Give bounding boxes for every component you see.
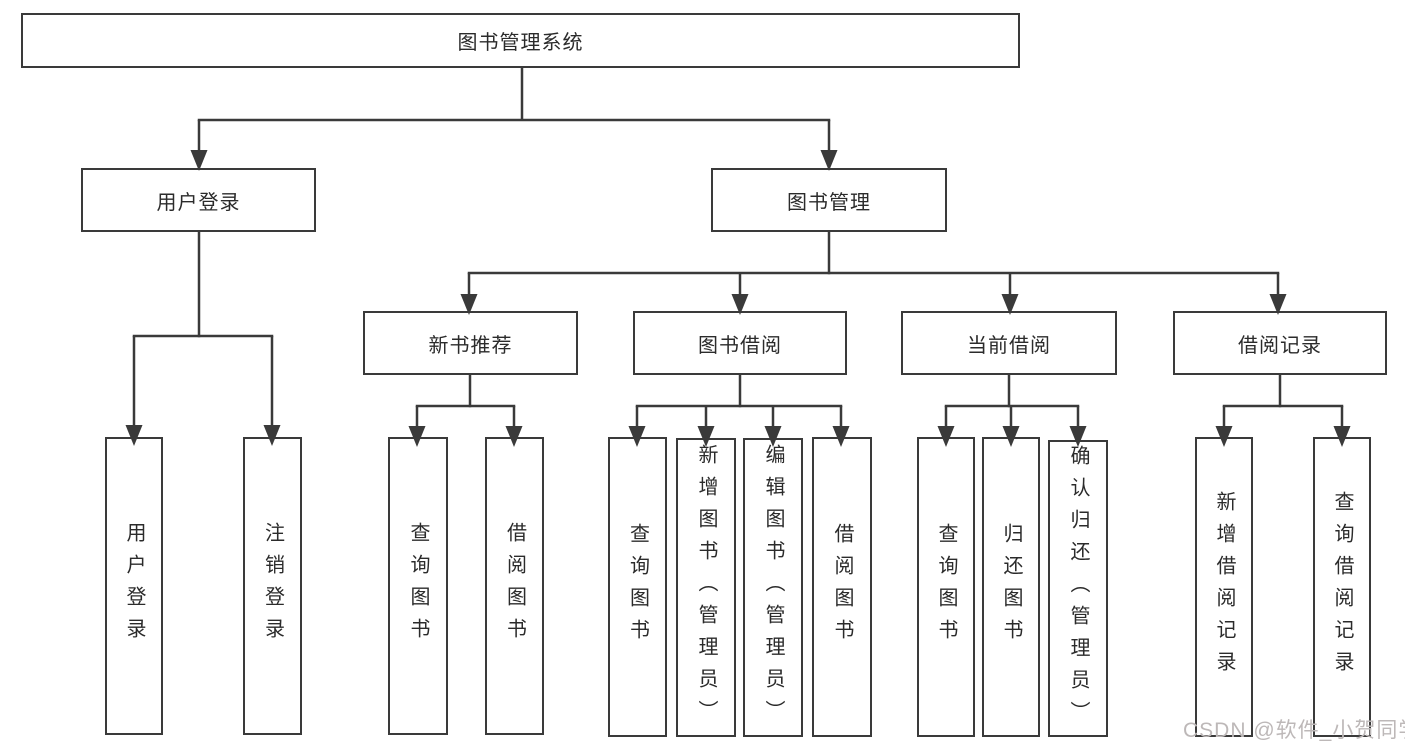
leaf-query-books-1: 查询图书 xyxy=(388,437,448,735)
leaf-query-books-1-label: 查询图书 xyxy=(407,522,429,650)
node-user-login-label: 用户登录 xyxy=(156,191,241,214)
leaf-query-books-2: 查询图书 xyxy=(608,437,667,737)
node-book-management: 图书管理 xyxy=(711,168,947,232)
node-root: 图书管理系统 xyxy=(21,13,1020,68)
leaf-add-borrow-record: 新增借阅记录 xyxy=(1195,437,1253,737)
leaf-user-login: 用户登录 xyxy=(105,437,163,735)
node-borrow-records-label: 借阅记录 xyxy=(1238,334,1322,357)
leaf-add-book-admin: 新增图书（管理员） xyxy=(676,438,736,737)
leaf-borrow-book-1-label: 借阅图书 xyxy=(503,522,526,650)
node-new-book-recommend-label: 新书推荐 xyxy=(428,334,513,357)
node-current-borrow: 当前借阅 xyxy=(901,311,1117,375)
node-book-management-label: 图书管理 xyxy=(787,191,871,214)
leaf-borrow-book-1: 借阅图书 xyxy=(485,437,544,735)
leaf-query-books-2-label: 查询图书 xyxy=(626,523,649,651)
leaf-return-book: 归还图书 xyxy=(982,437,1040,737)
leaf-confirm-return-admin: 确认归还（管理员） xyxy=(1048,440,1108,737)
leaf-query-borrow-record: 查询借阅记录 xyxy=(1313,437,1371,737)
leaf-query-books-3-label: 查询图书 xyxy=(935,523,957,651)
leaf-logout-label: 注销登录 xyxy=(261,522,284,650)
leaf-confirm-return-admin-label: 确认归还（管理员） xyxy=(1067,444,1089,733)
leaf-add-book-admin-label: 新增图书（管理员） xyxy=(695,443,717,732)
node-borrow-records: 借阅记录 xyxy=(1173,311,1387,375)
leaf-logout: 注销登录 xyxy=(243,437,302,735)
node-book-borrow: 图书借阅 xyxy=(633,311,847,375)
leaf-query-books-3: 查询图书 xyxy=(917,437,975,737)
leaf-user-login-label: 用户登录 xyxy=(123,522,145,650)
leaf-borrow-book-2: 借阅图书 xyxy=(812,437,872,737)
node-current-borrow-label: 当前借阅 xyxy=(967,334,1051,357)
leaf-return-book-label: 归还图书 xyxy=(1000,523,1022,651)
leaf-query-borrow-record-label: 查询借阅记录 xyxy=(1331,491,1353,683)
leaf-borrow-book-2-label: 借阅图书 xyxy=(831,523,853,651)
node-user-login: 用户登录 xyxy=(81,168,316,232)
leaf-add-borrow-record-label: 新增借阅记录 xyxy=(1213,491,1235,683)
node-root-label: 图书管理系统 xyxy=(457,32,584,54)
node-book-borrow-label: 图书借阅 xyxy=(698,334,782,357)
node-new-book-recommend: 新书推荐 xyxy=(363,311,578,375)
leaf-edit-book-admin: 编辑图书（管理员） xyxy=(743,438,803,737)
leaf-edit-book-admin-label: 编辑图书（管理员） xyxy=(762,443,784,732)
watermark: CSDN @软件_小贺同学 xyxy=(1183,719,1405,742)
